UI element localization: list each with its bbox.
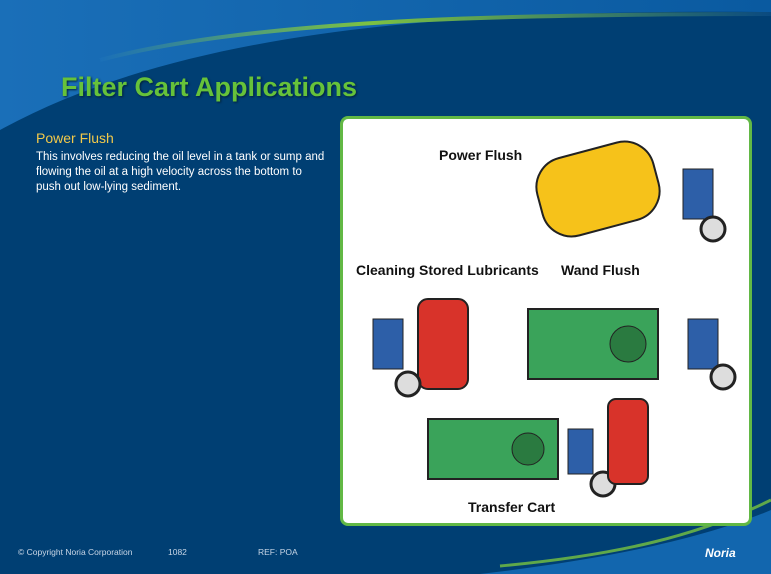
slide-title: Filter Cart Applications <box>61 72 358 102</box>
label-cleaning-stored-lubricants: Cleaning Stored Lubricants <box>356 262 539 278</box>
label-transfer-cart: Transfer Cart <box>468 499 556 515</box>
power-flush-tank-drawing <box>535 140 727 243</box>
illustration-panel: Power Flush Cleaning Stored Lubricants W… <box>340 116 752 526</box>
footer-ref: REF: POA <box>258 547 298 557</box>
label-power-flush: Power Flush <box>439 147 523 163</box>
footer-slide-number: 1082 <box>168 547 187 557</box>
section-heading: Power Flush <box>36 130 114 146</box>
stored-lubricants-drawing <box>372 298 469 398</box>
description-text: This involves reducing the oil level in … <box>36 151 325 193</box>
footer-copyright: © Copyright Noria Corporation <box>18 547 133 557</box>
wand-flush-drawing <box>527 308 737 391</box>
filter-cart-illustration <box>372 140 737 498</box>
transfer-cart-drawing <box>427 398 649 498</box>
label-wand-flush: Wand Flush <box>561 262 640 278</box>
noria-logo: Noria <box>705 546 736 560</box>
